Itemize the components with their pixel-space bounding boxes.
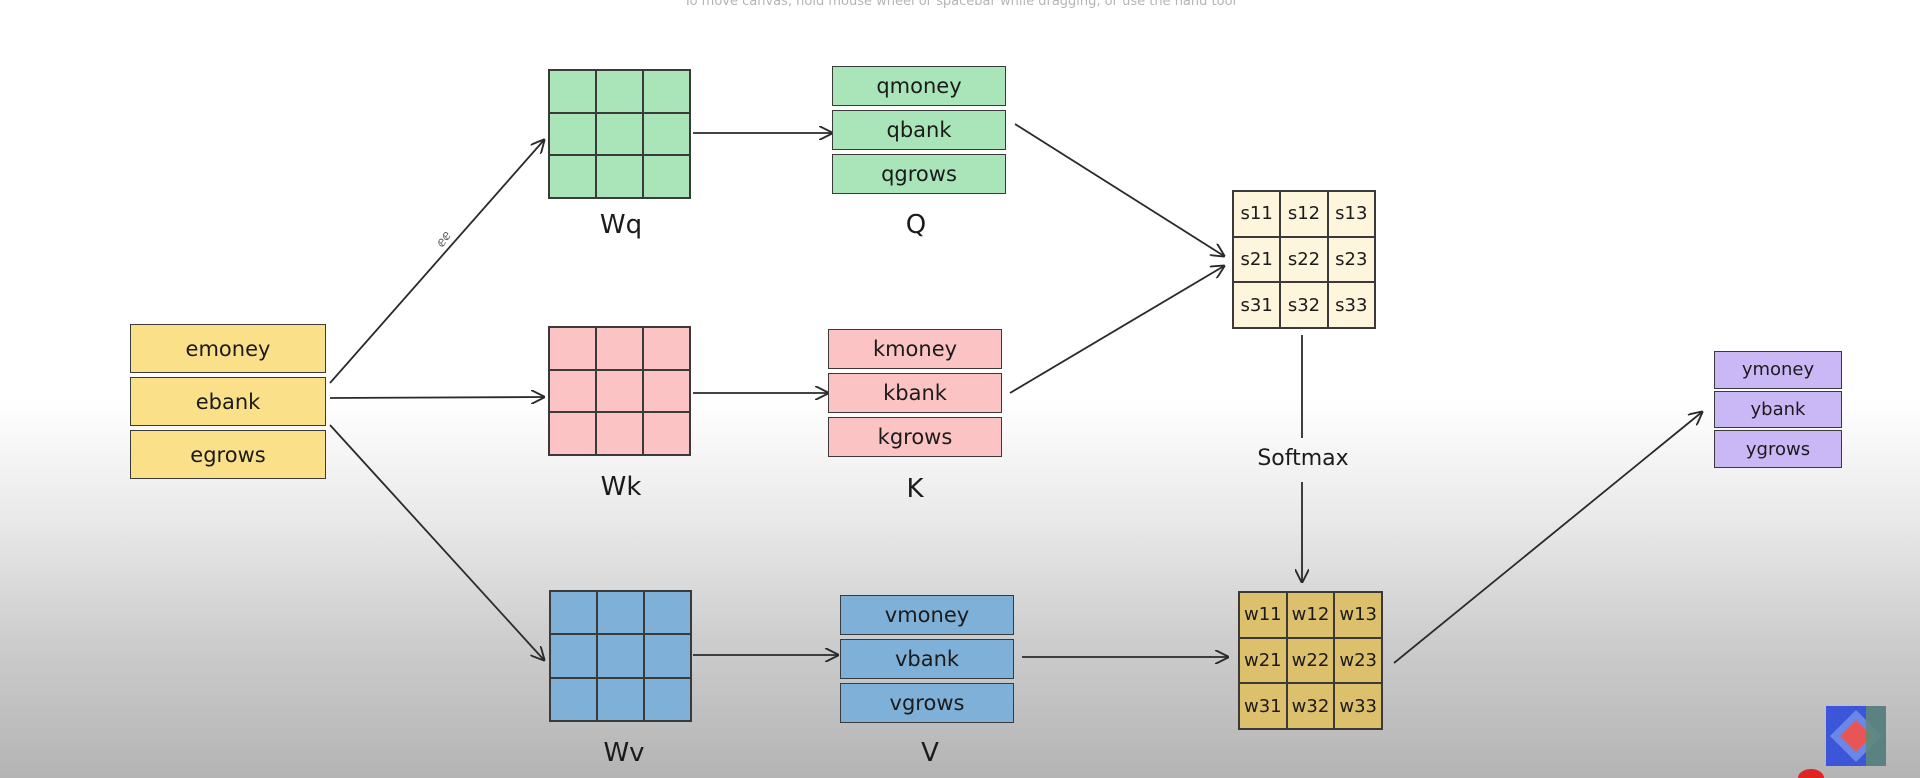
wv-label: Wv <box>603 738 645 768</box>
matrix-cell <box>550 634 597 678</box>
score-cell: s33 <box>1327 282 1375 328</box>
canvas-hint: To move canvas, hold mouse wheel or spac… <box>683 0 1237 9</box>
weight-cell: w12 <box>1286 592 1335 638</box>
arrow-emb-to-wv <box>329 424 544 660</box>
matrix-cell <box>643 70 690 113</box>
query-stack: qmoney qbank qgrows <box>832 66 1006 194</box>
value-row: vgrows <box>840 683 1014 723</box>
weight-cell: w23 <box>1334 637 1382 684</box>
matrix-cell <box>643 327 690 370</box>
matrix-cell <box>549 112 596 156</box>
softmax-label: Softmax <box>1257 446 1349 471</box>
matrix-cell <box>597 634 644 678</box>
wk-matrix <box>548 326 691 456</box>
score-cell: s31 <box>1233 282 1281 328</box>
value-label: V <box>921 738 939 768</box>
matrix-cell <box>597 591 644 635</box>
wq-label: Wq <box>599 210 643 240</box>
matrix-cell <box>596 112 643 156</box>
key-row: kmoney <box>828 329 1002 369</box>
key-label: K <box>906 474 924 504</box>
embedding-row: egrows <box>130 430 326 479</box>
weights-matrix: w11 w12 w13 w21 w22 w23 w31 w32 w33 <box>1238 591 1383 730</box>
score-cell: s22 <box>1280 236 1328 283</box>
wq-matrix <box>548 69 691 199</box>
arrow-q-to-scores <box>1014 123 1224 256</box>
value-row: vbank <box>840 639 1014 679</box>
output-row: ygrows <box>1714 430 1842 469</box>
weight-cell: w31 <box>1239 683 1287 729</box>
weight-cell: w32 <box>1286 683 1335 729</box>
matrix-cell <box>596 70 643 113</box>
channel-logo-icon <box>1826 706 1886 766</box>
matrix-cell <box>644 634 691 678</box>
matrix-cell <box>597 677 644 721</box>
arrow-emb-to-wk <box>329 397 544 398</box>
record-dot-icon <box>1798 769 1824 778</box>
matrix-cell <box>549 70 596 113</box>
matrix-cell <box>643 112 690 156</box>
wk-label: Wk <box>600 472 642 502</box>
matrix-cell <box>643 155 690 198</box>
matrix-cell <box>596 412 643 455</box>
weight-cell: w33 <box>1334 683 1382 729</box>
arrow-k-to-scores <box>1009 266 1224 394</box>
embedding-row: emoney <box>130 324 326 373</box>
query-label: Q <box>905 210 927 240</box>
score-cell: s21 <box>1233 236 1281 283</box>
matrix-cell <box>596 369 643 413</box>
arrow-weights-to-output <box>1393 412 1702 664</box>
matrix-cell <box>596 327 643 370</box>
score-cell: s12 <box>1280 191 1328 237</box>
output-row: ybank <box>1714 390 1842 429</box>
matrix-cell <box>643 412 690 455</box>
value-row: vmoney <box>840 595 1014 635</box>
score-cell: s11 <box>1233 191 1281 237</box>
value-stack: vmoney vbank vgrows <box>840 595 1014 723</box>
arrow-emb-to-wq <box>329 140 544 384</box>
embedding-stack: emoney ebank egrows <box>130 324 326 479</box>
query-row: qgrows <box>832 154 1006 194</box>
output-row: ymoney <box>1714 351 1842 389</box>
weight-cell: w21 <box>1239 637 1287 684</box>
matrix-cell <box>549 155 596 198</box>
key-row: kbank <box>828 373 1002 413</box>
weight-cell: w13 <box>1334 592 1382 638</box>
matrix-cell <box>644 677 691 721</box>
score-cell: s23 <box>1327 236 1375 283</box>
key-row: kgrows <box>828 417 1002 457</box>
query-row: qbank <box>832 110 1006 150</box>
matrix-cell <box>643 369 690 413</box>
score-cell: s13 <box>1327 191 1375 237</box>
matrix-cell <box>549 327 596 370</box>
output-stack: ymoney ybank ygrows <box>1714 351 1842 469</box>
key-stack: kmoney kbank kgrows <box>828 329 1002 457</box>
matrix-cell <box>549 369 596 413</box>
matrix-cell <box>644 591 691 635</box>
matrix-cell <box>596 155 643 198</box>
embedding-row: ebank <box>130 377 326 426</box>
matrix-cell <box>550 591 597 635</box>
matrix-cell <box>550 677 597 721</box>
wv-matrix <box>549 590 692 722</box>
weight-cell: w11 <box>1239 592 1287 638</box>
query-row: qmoney <box>832 66 1006 106</box>
score-cell: s32 <box>1280 282 1328 328</box>
scores-matrix: s11 s12 s13 s21 s22 s23 s31 s32 s33 <box>1232 190 1376 329</box>
weight-cell: w22 <box>1286 637 1335 684</box>
matrix-cell <box>549 412 596 455</box>
